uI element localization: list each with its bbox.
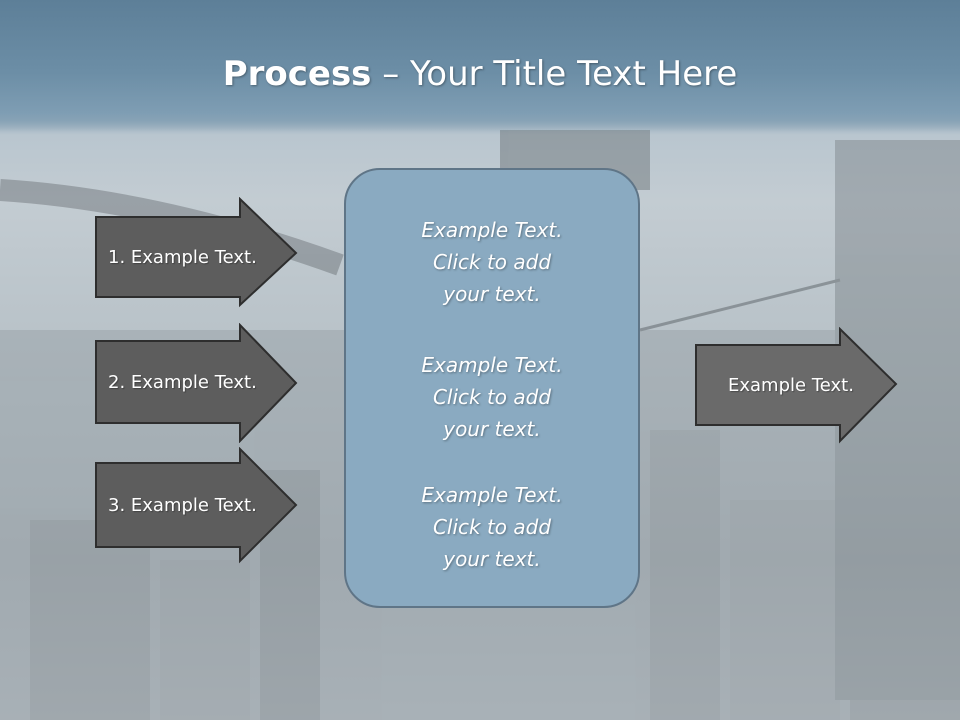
box-text-line: Click to add <box>432 385 552 409</box>
box-text-line: Click to add <box>432 515 552 539</box>
box-text-line: your text. <box>443 417 541 441</box>
arrow-shape-icon <box>695 327 898 444</box>
title-rest: – Your Title Text Here <box>371 54 738 94</box>
left-arrow-3[interactable]: 3. Example Text. <box>94 447 300 565</box>
box-text-block-3: Example Text. Click to add your text. <box>346 479 638 575</box>
left-arrow-1[interactable]: 1. Example Text. <box>94 197 300 309</box>
arrow-shape-icon <box>95 197 298 308</box>
box-text-line: your text. <box>443 282 541 306</box>
box-text-line: Example Text. <box>421 218 563 242</box>
arrow-shape-icon <box>95 323 298 443</box>
box-text-line: Example Text. <box>421 483 563 507</box>
right-arrow-label: Example Text. <box>728 374 854 396</box>
left-arrow-2[interactable]: 2. Example Text. <box>94 323 300 443</box>
box-text-block-2: Example Text. Click to add your text. <box>346 349 638 445</box>
box-text-line: Click to add <box>432 250 552 274</box>
box-text-line: your text. <box>443 547 541 571</box>
left-arrow-1-label: 1. Example Text. <box>108 246 257 268</box>
box-text-block-1: Example Text. Click to add your text. <box>346 214 638 310</box>
title-bold-word: Process <box>222 54 372 94</box>
left-arrow-2-label: 2. Example Text. <box>108 371 257 393</box>
arrow-shape-icon <box>95 447 298 564</box>
box-text-line: Example Text. <box>421 353 563 377</box>
right-arrow[interactable]: Example Text. <box>694 327 900 445</box>
slide-title: Process – Your Title Text Here <box>0 50 960 98</box>
left-arrow-3-label: 3. Example Text. <box>108 494 257 516</box>
center-text-box[interactable]: Example Text. Click to add your text. Ex… <box>344 168 640 608</box>
title-band <box>0 0 960 132</box>
